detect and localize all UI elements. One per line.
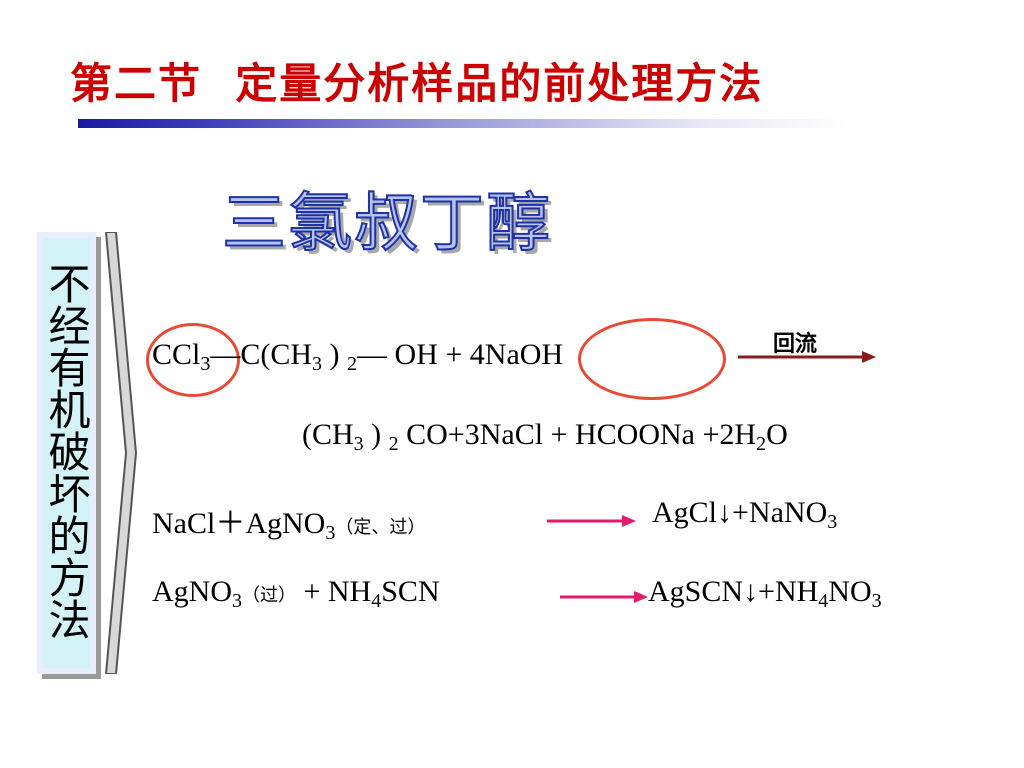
eq1-oh-naoh: — OH + 4NaOH	[357, 338, 564, 371]
equation-4: AgNO3（过） + NH4SCN	[152, 575, 440, 612]
eq1-paren: )	[322, 338, 340, 371]
eq4-rhs: AgSCN↓+NH	[648, 575, 819, 608]
method-sidebar: 不经有机破坏的方法	[37, 232, 96, 674]
equation-3-rhs: AgCl↓+NaNO3	[652, 496, 838, 533]
eq4-plus-nh: + NH	[296, 575, 372, 608]
title-underline-bar	[78, 119, 848, 128]
eq3-rhs: AgCl↓+NaNO	[652, 496, 828, 529]
eq4-note: （过）	[242, 585, 296, 606]
bracket-arrow-icon	[104, 232, 138, 674]
eq1-sub3: 3	[312, 353, 323, 375]
eq4-rhs-sub1: 4	[818, 590, 829, 612]
eq1-link: —C(CH	[210, 338, 313, 371]
reaction-arrowhead-3	[622, 515, 636, 527]
eq4-rhs-no: NO	[828, 575, 872, 608]
reaction-arrowhead-4	[634, 591, 648, 603]
eq2-products: CO+3NaCl + HCOONa +2H	[398, 418, 757, 451]
method-sidebar-panel: 不经有机破坏的方法	[42, 238, 91, 668]
eq1-ccl3: CCl	[152, 338, 201, 371]
eq2-lead: (CH	[302, 418, 354, 451]
method-sidebar-label: 不经有机破坏的方法	[42, 262, 91, 640]
slide-title: 第二节 定量分析样品的前处理方法	[70, 59, 764, 108]
equation-3: NaCl＋AgNO3（定、过）	[152, 498, 426, 544]
eq4-scn: SCN	[381, 575, 440, 608]
eq4-lhs-sub: 3	[232, 590, 242, 612]
eq1-ccl3-sub: 3	[200, 353, 211, 375]
eq2-end: O	[766, 418, 788, 451]
eq4-lhs: AgNO	[152, 575, 232, 608]
equation-2: (CH3 ) 2 CO+3NaCl + HCOONa +2H2O	[302, 418, 788, 455]
eq4-nh-sub: 4	[371, 590, 382, 612]
eq4-rhs-sub2: 3	[871, 590, 882, 612]
compound-heading: 三氯叔丁醇	[221, 186, 552, 262]
reflux-arrowhead	[862, 351, 876, 363]
eq2-paren: )	[363, 418, 382, 451]
eq3-lhs-sub: 3	[325, 522, 336, 544]
eq2-sub2: 2	[388, 433, 399, 455]
eq2-sub3: 3	[353, 433, 364, 455]
reflux-label: 回流	[773, 332, 818, 357]
eq1-sub2: 2	[347, 353, 358, 375]
eq2-h2-sub: 2	[756, 433, 767, 455]
eq3-note: （定、过）	[335, 517, 426, 538]
highlight-ring-ccl3	[146, 323, 240, 397]
eq3-rhs-sub: 3	[827, 511, 838, 533]
eq3-lhs: NaCl＋AgNO	[152, 507, 326, 540]
equation-1: CCl3—C(CH3 ) 2— OH + 4NaOH	[152, 338, 564, 375]
equation-4-rhs: AgSCN↓+NH4NO3	[648, 575, 882, 612]
highlight-ring-naoh	[578, 318, 726, 400]
